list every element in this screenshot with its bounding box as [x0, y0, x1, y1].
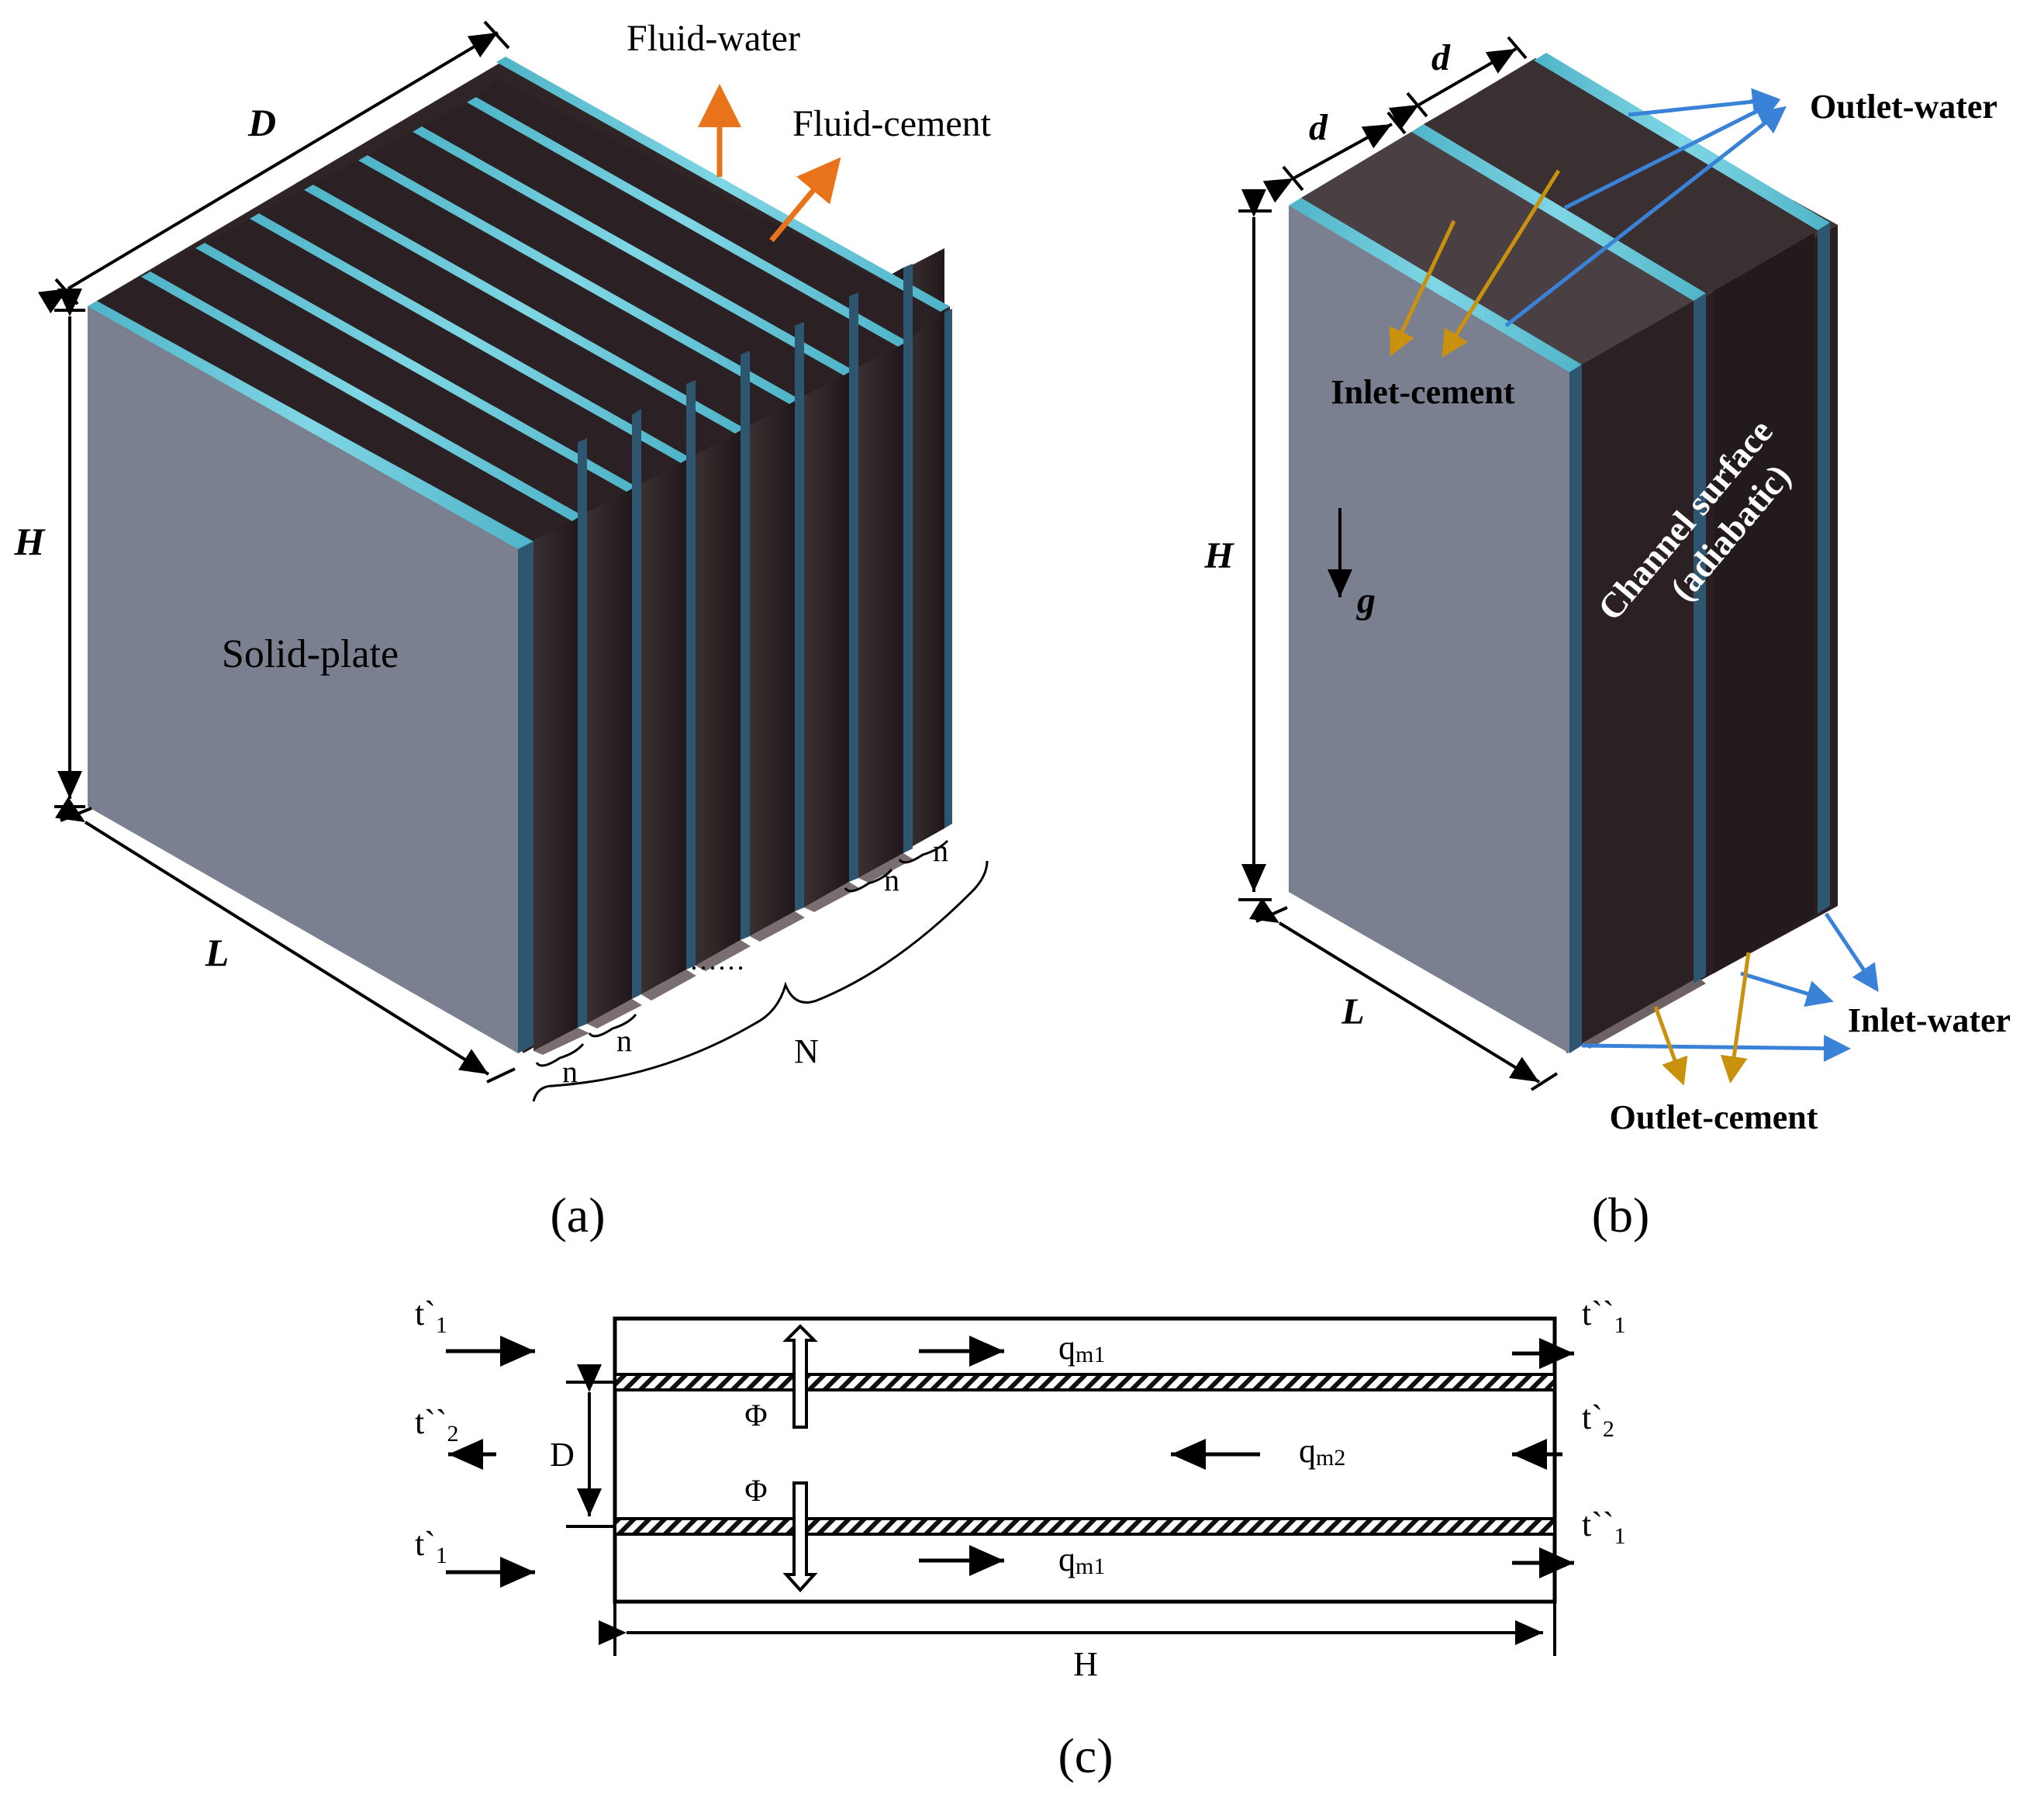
dim-D-label: D: [247, 101, 276, 144]
fluid-cement-label: Fluid-cement: [792, 103, 992, 144]
channel-slots: [533, 248, 944, 1055]
outlet-cement-label: Outlet-cement: [1610, 1098, 1818, 1136]
dim-L-label-b: L: [1341, 991, 1364, 1032]
cement-arrow: [769, 157, 841, 243]
t1-in-top: t`1: [415, 1295, 447, 1338]
outlet-water-label: Outlet-water: [1810, 88, 1997, 126]
phi-label-bottom: Φ: [744, 1473, 767, 1508]
t2-in: t`2: [1582, 1398, 1614, 1442]
b-plate-top-3: [1534, 53, 1830, 230]
t1-out-top: t``1: [1582, 1295, 1626, 1338]
n-braces: [532, 839, 989, 1102]
solid-plate-edge: [518, 541, 533, 1053]
cement-arrows: [1389, 169, 1751, 1086]
t2-out: t``2: [415, 1403, 459, 1447]
c-dim-H-label: H: [1073, 1645, 1098, 1683]
inlet-water-label: Inlet-water: [1848, 1001, 2011, 1039]
dim-H-label: H: [14, 520, 47, 563]
b-plate-edge-3: [1818, 223, 1830, 914]
b-plate-top-2: [1411, 124, 1706, 301]
c-outer-box: [613, 1316, 1557, 1604]
dim-lines-a: [37, 20, 516, 1084]
c-dim-H: [599, 1602, 1556, 1656]
plate-side-edges: [578, 264, 952, 1028]
dim-d1-label: d: [1309, 107, 1328, 148]
qm2: qm2: [1299, 1432, 1345, 1471]
panel-c: Φ Φ t`1 t``1 qm1 t``2 t`2 qm2 t`1 t``1 q…: [415, 1295, 1626, 1783]
n-label-3: n: [884, 862, 899, 897]
c-dim-D: [566, 1364, 616, 1528]
caption-c: (c): [1058, 1728, 1113, 1783]
b-channel-2: [1714, 233, 1814, 973]
dim-L-label: L: [205, 931, 230, 974]
phi-label-top: Φ: [744, 1398, 767, 1433]
ellipsis: ……: [689, 945, 745, 976]
b-front-plate: [1289, 206, 1569, 1053]
b-channel-1: [1582, 299, 1698, 1043]
c-flow-arrows: [446, 1336, 1574, 1588]
fluid-water-label: Fluid-water: [627, 18, 800, 59]
n-label-4: n: [933, 833, 948, 868]
b-top-gap-1: [1301, 132, 1694, 365]
caption-b: (b): [1592, 1187, 1650, 1243]
top-channels: [97, 78, 941, 543]
b-top-gap-2: [1424, 60, 1818, 293]
water-arrows: [1504, 88, 1879, 1063]
solid-plate-top-edge: [88, 301, 533, 549]
heat-flux-arrows: [782, 1324, 818, 1592]
panel-a: D H L Fluid-water Fluid-cement Solid-pla…: [14, 18, 992, 1243]
c-wall-top: [613, 1373, 1556, 1391]
b-plate-top-1: [1289, 198, 1582, 372]
t1-out-bottom: t``1: [1582, 1505, 1626, 1549]
caption-a: (a): [550, 1187, 605, 1243]
solid-plate-label: Solid-plate: [222, 632, 399, 676]
panel-b: d d H L g Outlet-water Inlet-cement Inle…: [1203, 36, 2011, 1243]
n-label-1: n: [562, 1054, 578, 1089]
N-label: N: [794, 1032, 819, 1070]
b-floor-1: [1582, 977, 1706, 1049]
dim-H-label-b: H: [1203, 535, 1234, 576]
b-front-plate-edge: [1569, 365, 1582, 1053]
qm1-top: qm1: [1058, 1329, 1105, 1367]
c-wall-bottom: [613, 1517, 1556, 1536]
qm1-bottom: qm1: [1058, 1540, 1105, 1579]
t1-in-bottom: t`1: [415, 1525, 447, 1568]
dim-lines-b: [1238, 36, 1559, 1091]
c-dim-D-label: D: [550, 1436, 575, 1474]
dim-d2-label: d: [1431, 37, 1451, 78]
b-plate-edge-2: [1694, 293, 1706, 983]
inlet-cement-label: Inlet-cement: [1331, 373, 1514, 411]
gravity-label: g: [1356, 580, 1376, 621]
n-label-2: n: [616, 1023, 632, 1058]
